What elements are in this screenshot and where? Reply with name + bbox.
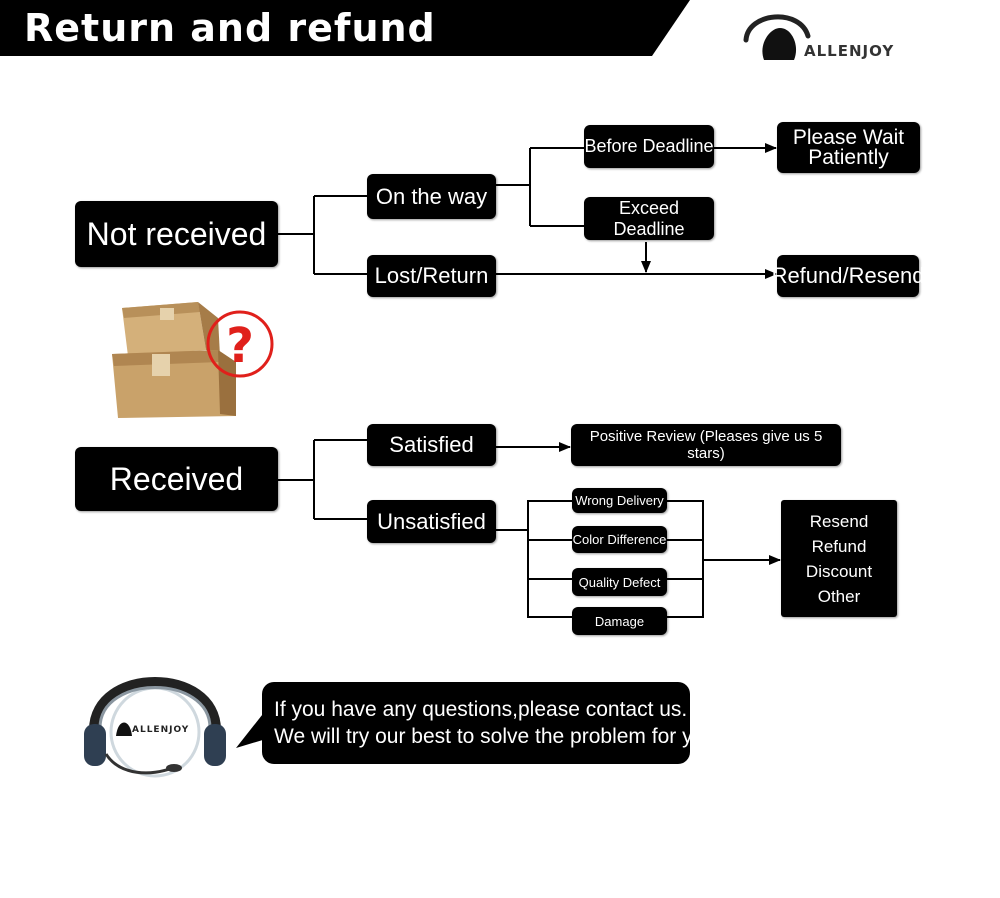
please-wait-box: Please Wait Patiently [777,122,920,173]
exceed-deadline-box: Exceed Deadline [584,197,714,240]
lost-return-box: Lost/Return [367,255,496,297]
logo-text: ALLENJOY [804,42,895,60]
solution-other: Other [817,586,861,606]
solution-discount: Discount [805,561,873,581]
solutions-box: Resend Refund Discount Other [781,500,897,617]
please-wait-line2: Patiently [808,145,889,169]
headset-icon [84,677,226,778]
header-band [0,0,690,56]
not-received-box: Not received [75,201,278,267]
solution-refund: Refund [811,536,867,556]
parcel-question-icon: ? [112,302,274,418]
contact-speech-bubble: If you have any questions,please contact… [262,682,722,764]
allenjoy-logo: ALLENJOY [742,6,902,66]
refund-resend-box: Refund/Resend [772,255,924,297]
received-box: Received [75,447,278,511]
reason-quality-defect: Quality Defect [572,568,667,596]
reason-wrong-delivery: Wrong Delivery [572,488,667,513]
solution-resend: Resend [809,511,869,531]
page-title: Return and refund [24,6,436,50]
reason-color-difference: Color Difference [572,526,667,553]
reason-damage: Damage [572,607,667,635]
satisfied-box: Satisfied [367,424,496,466]
headset-graphic: ALLENJOY [80,668,230,780]
headset-logo-text: ALLENJOY [132,725,190,735]
contact-line-1: If you have any questions,please contact… [274,698,688,721]
positive-review-box: Positive Review (Pleases give us 5 stars… [571,424,841,466]
allenjoy-logo-icon [743,14,811,60]
before-deadline-box: Before Deadline [584,125,714,168]
contact-line-2: We will try our best to solve the proble… [274,725,722,748]
unsatisfied-box: Unsatisfied [367,500,496,543]
please-wait-line1: Please Wait [792,125,905,149]
svg-text:?: ? [226,318,254,374]
on-the-way-box: On the way [367,174,496,219]
